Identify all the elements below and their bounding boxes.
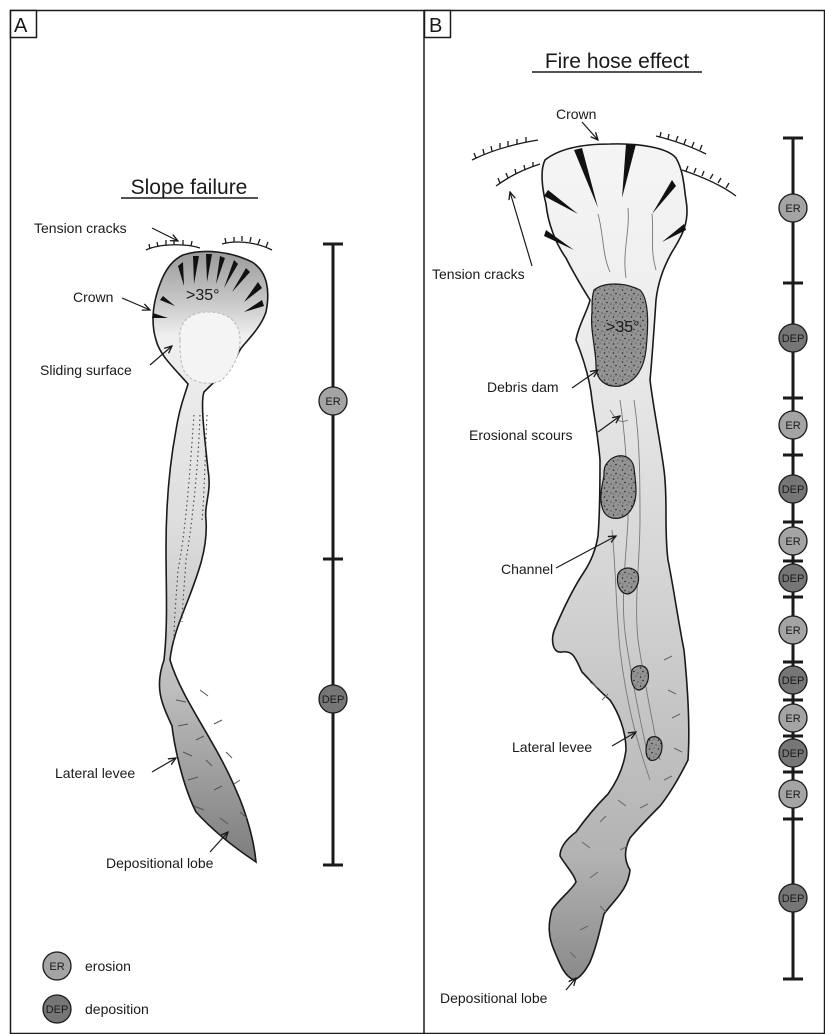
zone-badge-er-b-7: ER <box>779 616 807 644</box>
label-depositional-lobe-b: Depositional lobe <box>440 990 548 1006</box>
panel-a-title: Slope failure <box>131 176 248 199</box>
scale-bar-a <box>323 244 343 865</box>
legend-dep-badge: DEP <box>46 1004 69 1016</box>
zone-badge-er-b-11: ER <box>779 780 807 808</box>
legend-er-badge: ER <box>49 961 64 973</box>
svg-text:DEP: DEP <box>782 333 805 345</box>
zone-badge-er-b-5: ER <box>779 527 807 555</box>
label-tension-cracks-b: Tension cracks <box>432 266 525 282</box>
arrow-tension-cracks-b <box>510 192 532 266</box>
svg-text:DEP: DEP <box>782 484 805 496</box>
figure-frame <box>11 11 825 1034</box>
arrow-depositional-lobe-b <box>566 978 576 990</box>
label-lateral-levee-b: Lateral levee <box>512 739 592 755</box>
zone-badge-dep-b-8: DEP <box>779 666 807 694</box>
zone-badge-er-a: ER <box>319 387 347 415</box>
legend-dep-text: deposition <box>85 1001 149 1017</box>
svg-text:DEP: DEP <box>782 893 805 905</box>
svg-text:ER: ER <box>785 713 800 725</box>
svg-text:ER: ER <box>785 420 800 432</box>
arrow-crown-b <box>582 122 598 140</box>
svg-text:DEP: DEP <box>782 573 805 585</box>
svg-text:ER: ER <box>785 625 800 637</box>
label-channel: Channel <box>501 561 553 577</box>
panel-a: A Slope failure >35° <box>11 11 348 1024</box>
zone-badge-er-b-3: ER <box>779 411 807 439</box>
legend-er-text: erosion <box>85 958 131 974</box>
debris-dam-2 <box>601 456 636 519</box>
zone-badge-er-b-9: ER <box>779 704 807 732</box>
svg-text:DEP: DEP <box>782 748 805 760</box>
svg-text:ER: ER <box>785 789 800 801</box>
tension-cracks-a <box>146 236 272 250</box>
legend: ER erosion DEP deposition <box>43 952 149 1023</box>
svg-text:DEP: DEP <box>782 675 805 687</box>
label-sliding-surface: Sliding surface <box>40 362 132 378</box>
zone-badge-dep-b-4: DEP <box>779 475 807 503</box>
zone-badge-dep-b-6: DEP <box>779 564 807 592</box>
label-depositional-lobe-a: Depositional lobe <box>106 855 214 871</box>
panel-b: B Fire hose effect > <box>425 11 808 1007</box>
panel-b-title: Fire hose effect <box>545 50 690 73</box>
svg-text:ER: ER <box>785 536 800 548</box>
label-debris-dam: Debris dam <box>487 379 559 395</box>
panel-a-slope: >35° <box>186 287 220 304</box>
arrow-crown-a <box>122 298 150 310</box>
legend-deposition: DEP deposition <box>43 995 149 1023</box>
panel-b-letter: B <box>429 15 442 37</box>
scale-bar-b <box>783 138 803 979</box>
arrow-lateral-levee-a <box>152 758 176 772</box>
zone-badge-dep-b-2: DEP <box>779 324 807 352</box>
sliding-surface-zone <box>180 312 240 383</box>
zone-badge-dep-b-12: DEP <box>779 884 807 912</box>
label-lateral-levee-a: Lateral levee <box>55 765 135 781</box>
label-erosional-scours: Erosional scours <box>469 427 573 443</box>
label-crown-a: Crown <box>73 289 113 305</box>
fire-hose-body <box>542 144 689 980</box>
legend-erosion: ER erosion <box>43 952 131 980</box>
zone-badge-er-b-1: ER <box>779 194 807 222</box>
svg-text:DEP: DEP <box>322 694 345 706</box>
panel-b-slope: >35° <box>606 319 640 336</box>
svg-text:ER: ER <box>325 396 340 408</box>
label-tension-cracks-a: Tension cracks <box>34 220 127 236</box>
zone-badge-dep-a: DEP <box>319 685 347 713</box>
panel-a-letter: A <box>14 15 28 37</box>
arrow-tension-cracks-a <box>152 228 178 241</box>
zone-badge-dep-b-10: DEP <box>779 739 807 767</box>
label-crown-b: Crown <box>556 106 596 122</box>
svg-text:ER: ER <box>785 203 800 215</box>
